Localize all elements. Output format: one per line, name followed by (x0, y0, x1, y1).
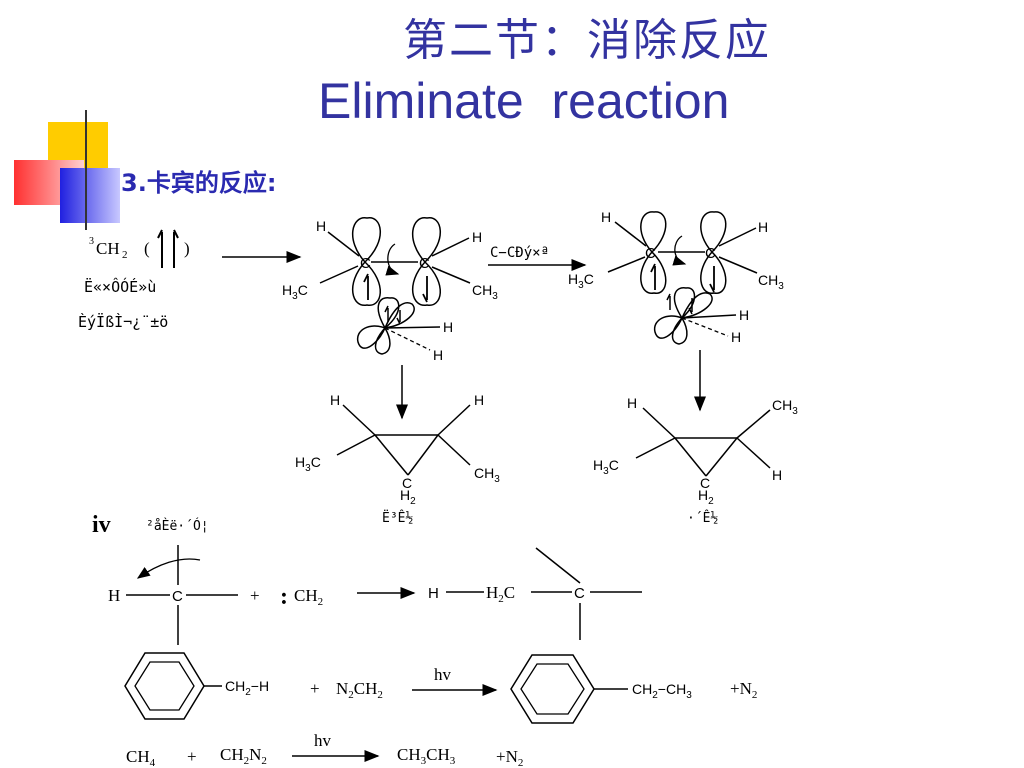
svg-text:C: C (705, 245, 716, 262)
p-orbital-lobe (411, 217, 441, 264)
methane-reaction: CH4 + CH2N2 hv CH3CH3 +N2 (126, 731, 523, 768)
svg-text:CH3: CH3 (472, 282, 498, 302)
cis-product-label: Ë³Ê½ (382, 510, 413, 526)
trans-product-label: ·´Ê½ (687, 510, 718, 526)
decorative-squares (14, 110, 1000, 230)
svg-text:H: H (601, 209, 611, 225)
svg-text:CH3CH3: CH3CH3 (397, 745, 456, 767)
rotation-arrow-icon (385, 243, 400, 276)
garbled-label-radical: Ë«×ÔÓÉ»ù (84, 277, 156, 296)
svg-text:H: H (731, 329, 741, 345)
carbene-orbital-lobe (377, 297, 400, 330)
svg-text:CH2−H: CH2−H (225, 678, 269, 698)
svg-text:C: C (574, 585, 585, 602)
svg-text:2: 2 (122, 249, 128, 261)
mechanism-trans: C C H H H3C CH3 H H H CH3 H3C H C H2 (568, 209, 798, 507)
p-orbital-lobe (411, 260, 441, 306)
svg-text:H3C: H3C (295, 454, 321, 474)
insertion-tag: iv (92, 512, 111, 538)
svg-text:H2C: H2C (486, 583, 515, 605)
svg-text:H: H (772, 467, 782, 483)
spin-arrow-icon (363, 273, 369, 300)
svg-text:CH4: CH4 (126, 747, 156, 768)
svg-text:3: 3 (89, 236, 94, 247)
svg-text:hv: hv (314, 731, 332, 750)
svg-text:H: H (108, 586, 120, 605)
spin-up-arrow-icon (173, 229, 179, 268)
svg-text:H3C: H3C (282, 282, 308, 302)
slide-title-english: Eliminate reaction (318, 73, 730, 129)
svg-text:H: H (443, 319, 453, 335)
svg-text:+: + (187, 747, 197, 766)
deco-blue-square (60, 168, 120, 223)
triplet-carbene: 3 CH 2 ( ) (89, 229, 190, 268)
svg-text:CH3: CH3 (474, 465, 500, 485)
svg-text:H2: H2 (400, 487, 416, 507)
svg-text:CH2: CH2 (294, 586, 323, 608)
svg-text:+N2: +N2 (730, 679, 757, 701)
svg-text:+: + (310, 679, 320, 698)
svg-text:CH3: CH3 (758, 272, 784, 292)
carbene-orbital-lobe (383, 302, 415, 329)
svg-text:+N2: +N2 (496, 747, 523, 768)
svg-text:H3C: H3C (593, 457, 619, 477)
svg-text:H: H (739, 307, 749, 323)
svg-text:C: C (700, 475, 710, 491)
svg-text:CH: CH (96, 239, 120, 258)
svg-text:H: H (316, 218, 326, 234)
p-orbital-lobe (351, 260, 381, 306)
svg-text:N2CH2: N2CH2 (336, 679, 383, 701)
spin-arrow-icon (422, 276, 428, 303)
svg-text:C: C (360, 255, 371, 272)
benzene-ring (510, 654, 595, 724)
p-orbital-lobe (351, 217, 381, 264)
mechanism-cis: C C H H H3C CH3 H H H H H3C CH3 C H2 (282, 217, 500, 507)
svg-text:hv: hv (434, 665, 452, 684)
section-heading: 3.卡宾的反应: (121, 169, 277, 197)
svg-text:H2: H2 (698, 487, 714, 507)
svg-text:C: C (172, 588, 183, 605)
toluene-reaction: CH2−H + N2CH2 hv CH2−CH3 +N2 (124, 652, 757, 724)
spin-up-arrow-icon (157, 229, 163, 268)
curved-arrow-icon (136, 558, 201, 579)
insertion-garbled-label: ²åÈë·´Ó¦ (146, 518, 209, 534)
slide-title-chinese: 第二节：消除反应 (403, 15, 771, 66)
svg-text:(: ( (144, 239, 150, 258)
svg-text:H: H (472, 229, 482, 245)
garbled-label-triplet: ÈýÏßÌ¬¿¨±ö (78, 312, 168, 331)
svg-text:C: C (645, 245, 656, 262)
rotation-arrow-label: C−CÐý×ª (490, 245, 549, 261)
svg-text:H: H (627, 395, 637, 411)
svg-text:H: H (474, 392, 484, 408)
carbene-orbital-lobe (356, 325, 386, 349)
svg-text:C: C (402, 475, 412, 491)
svg-text:H: H (433, 347, 443, 363)
insertion-reaction: H C + : CH2 H H2C C (108, 545, 642, 645)
svg-text:CH2−CH3: CH2−CH3 (632, 681, 692, 701)
svg-text:+: + (250, 586, 260, 605)
svg-text:CH3: CH3 (772, 397, 798, 417)
svg-text:): ) (184, 239, 190, 258)
svg-text:H: H (428, 585, 439, 602)
svg-text:C: C (419, 255, 430, 272)
svg-text:CH2N2: CH2N2 (220, 745, 267, 767)
svg-text::: : (280, 584, 288, 610)
benzene-ring (124, 652, 205, 720)
svg-text:H: H (758, 219, 768, 235)
svg-text:H: H (330, 392, 340, 408)
carbene-orbital-lobe (374, 326, 391, 355)
svg-text:H3C: H3C (568, 271, 594, 291)
